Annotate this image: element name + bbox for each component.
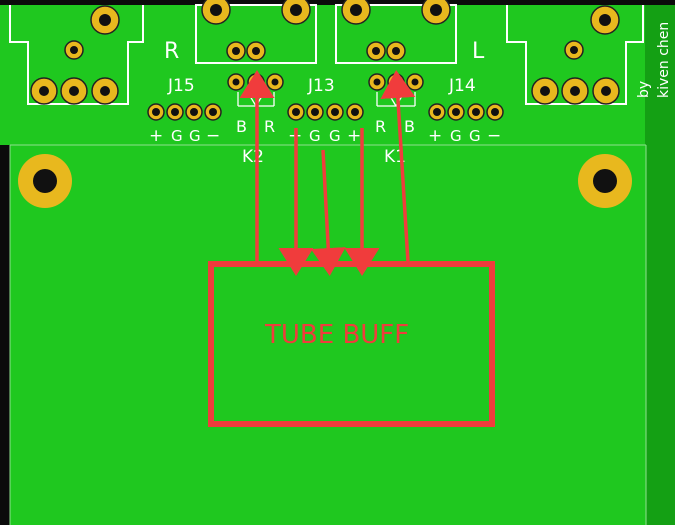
arrow-j13-pin2 xyxy=(310,149,346,276)
k2-pad-3 xyxy=(266,73,284,91)
jack-left-pad-3 xyxy=(91,77,119,105)
rca-right-pad-d xyxy=(246,41,266,61)
jack-right-pad-1 xyxy=(531,77,559,105)
j14-pad-3 xyxy=(467,103,485,121)
rca-left-pad-d xyxy=(386,41,406,61)
tube-buff-label: TUBE BUFF xyxy=(264,320,409,350)
j14-pad-2 xyxy=(447,103,465,121)
channel-right-label: L xyxy=(472,39,485,64)
jack-right-pad-2 xyxy=(561,77,589,105)
jack-right-pad-3 xyxy=(592,77,620,105)
arrow-k1-to-switch xyxy=(380,70,416,263)
j14-pin-labels: + G G − xyxy=(428,126,501,146)
j13-pin-2: G xyxy=(309,127,321,145)
rca-left-pad-c xyxy=(366,41,386,61)
j15-pad-2 xyxy=(166,103,184,121)
rca-left-pad-a xyxy=(341,0,371,25)
jack-left-pad-mid xyxy=(64,40,84,60)
mount-hole-right xyxy=(578,154,632,208)
credit-by: by xyxy=(636,81,652,98)
k2-pad-1 xyxy=(227,73,245,91)
j14-pin-4: − xyxy=(487,126,501,146)
board-main-area xyxy=(10,145,646,525)
j13-pad-3 xyxy=(326,103,344,121)
channel-left-label: R xyxy=(164,39,179,64)
j14-pad-1 xyxy=(428,103,446,121)
j15-pin-3: G xyxy=(189,127,201,145)
jack-right-pad-mid xyxy=(564,40,584,60)
j13-pad-1 xyxy=(287,103,305,121)
pads-group xyxy=(18,0,632,208)
k2-label-left: B xyxy=(236,117,247,136)
jack-right-pad-top xyxy=(590,5,620,35)
j15-pin-labels: + G G − xyxy=(149,126,220,146)
j14-pad-4 xyxy=(486,103,504,121)
j14-pin-1: + xyxy=(428,126,442,146)
signal-arrows xyxy=(239,70,416,276)
jack-left-pad-2 xyxy=(60,77,88,105)
rca-right-pad-b xyxy=(281,0,311,25)
k2-ref: K2 xyxy=(242,147,264,167)
k1-label-right: B xyxy=(404,117,415,136)
j15-ref: J15 xyxy=(167,76,195,96)
j14-pin-3: G xyxy=(469,127,481,145)
j13-pin-4: + xyxy=(347,126,361,146)
j15-pin-4: − xyxy=(206,126,220,146)
rca-left-outline xyxy=(335,4,457,64)
rca-right-pad-a xyxy=(201,0,231,25)
j15-pin-1: + xyxy=(149,126,163,146)
j15-pin-2: G xyxy=(171,127,183,145)
k2-label-right: R xyxy=(264,117,275,136)
jack-left-pad-top xyxy=(90,5,120,35)
j14-pin-2: G xyxy=(450,127,462,145)
k1-pad-1 xyxy=(368,73,386,91)
j15-pad-3 xyxy=(185,103,203,121)
j13-pin-3: G xyxy=(329,127,341,145)
j13-pad-2 xyxy=(306,103,324,121)
j14-ref: J14 xyxy=(448,76,476,96)
k1-label-left: R xyxy=(375,117,386,136)
credit-name: kiven chen xyxy=(656,22,672,98)
mount-hole-left xyxy=(18,154,72,208)
board-right-rail xyxy=(645,5,675,525)
jack-left-pad-1 xyxy=(30,77,58,105)
rca-right-pad-c xyxy=(226,41,246,61)
rca-left-pad-b xyxy=(421,0,451,25)
j13-pad-4 xyxy=(346,103,364,121)
k1-pad-3 xyxy=(406,73,424,91)
j15-pad-1 xyxy=(147,103,165,121)
j13-ref: J13 xyxy=(307,76,335,96)
j15-pad-4 xyxy=(204,103,222,121)
rca-right-outline xyxy=(195,4,317,64)
